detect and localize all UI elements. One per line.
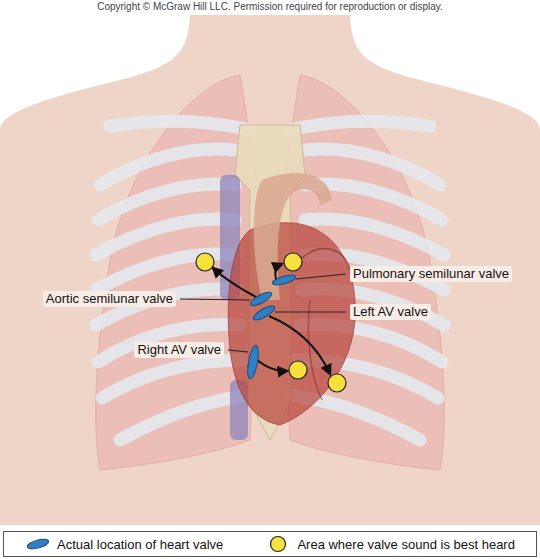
auscultation-point: [196, 253, 214, 271]
legend-swatch: [25, 535, 51, 553]
heart: [228, 223, 355, 425]
auscultation-point: [328, 374, 346, 392]
sound-arrow: [257, 360, 287, 371]
heart: [300, 249, 350, 270]
legend-swatch: [265, 535, 291, 553]
rib: [290, 121, 430, 130]
leader-line: [296, 274, 346, 279]
heart: [254, 173, 332, 300]
valve-label: Right AV valve: [134, 342, 224, 358]
legend-item: Area where valve sound is best heard: [265, 535, 515, 553]
leader-line: [228, 350, 248, 352]
rib: [102, 360, 244, 398]
valve-swatch: [26, 537, 49, 550]
legend-text: Actual location of heart valve: [57, 537, 223, 552]
torso: [0, 15, 540, 525]
auscultation-point: [196, 253, 346, 392]
rib: [110, 121, 250, 130]
heart-valve: [246, 344, 261, 379]
copyright-note: Copyright © McGraw Hill LLC. Permission …: [0, 1, 540, 13]
auscultation-point: [289, 361, 307, 379]
heart-valve: [249, 290, 274, 308]
legend-box: Actual location of heart valve Area where…: [3, 531, 537, 557]
valve-label: Left AV valve: [350, 304, 431, 320]
sound-arrow: [213, 264, 330, 374]
heart: [228, 173, 355, 425]
leader-line: [180, 299, 250, 300]
point-swatch: [271, 537, 286, 552]
heart-valve: [271, 273, 296, 286]
torso: [0, 15, 540, 525]
heart-valve: [246, 273, 297, 379]
legend-item: Actual location of heart valve: [25, 535, 223, 553]
rib: [98, 325, 240, 362]
valve-label: Aortic semilunar valve: [43, 291, 176, 307]
auscultation-point: [284, 253, 302, 271]
heart-valve: [252, 304, 277, 323]
legend-text: Area where valve sound is best heard: [297, 537, 515, 552]
valve-label: Pulmonary semilunar valve: [350, 266, 512, 282]
sound-arrow: [213, 268, 256, 297]
leader-line: [275, 311, 346, 312]
